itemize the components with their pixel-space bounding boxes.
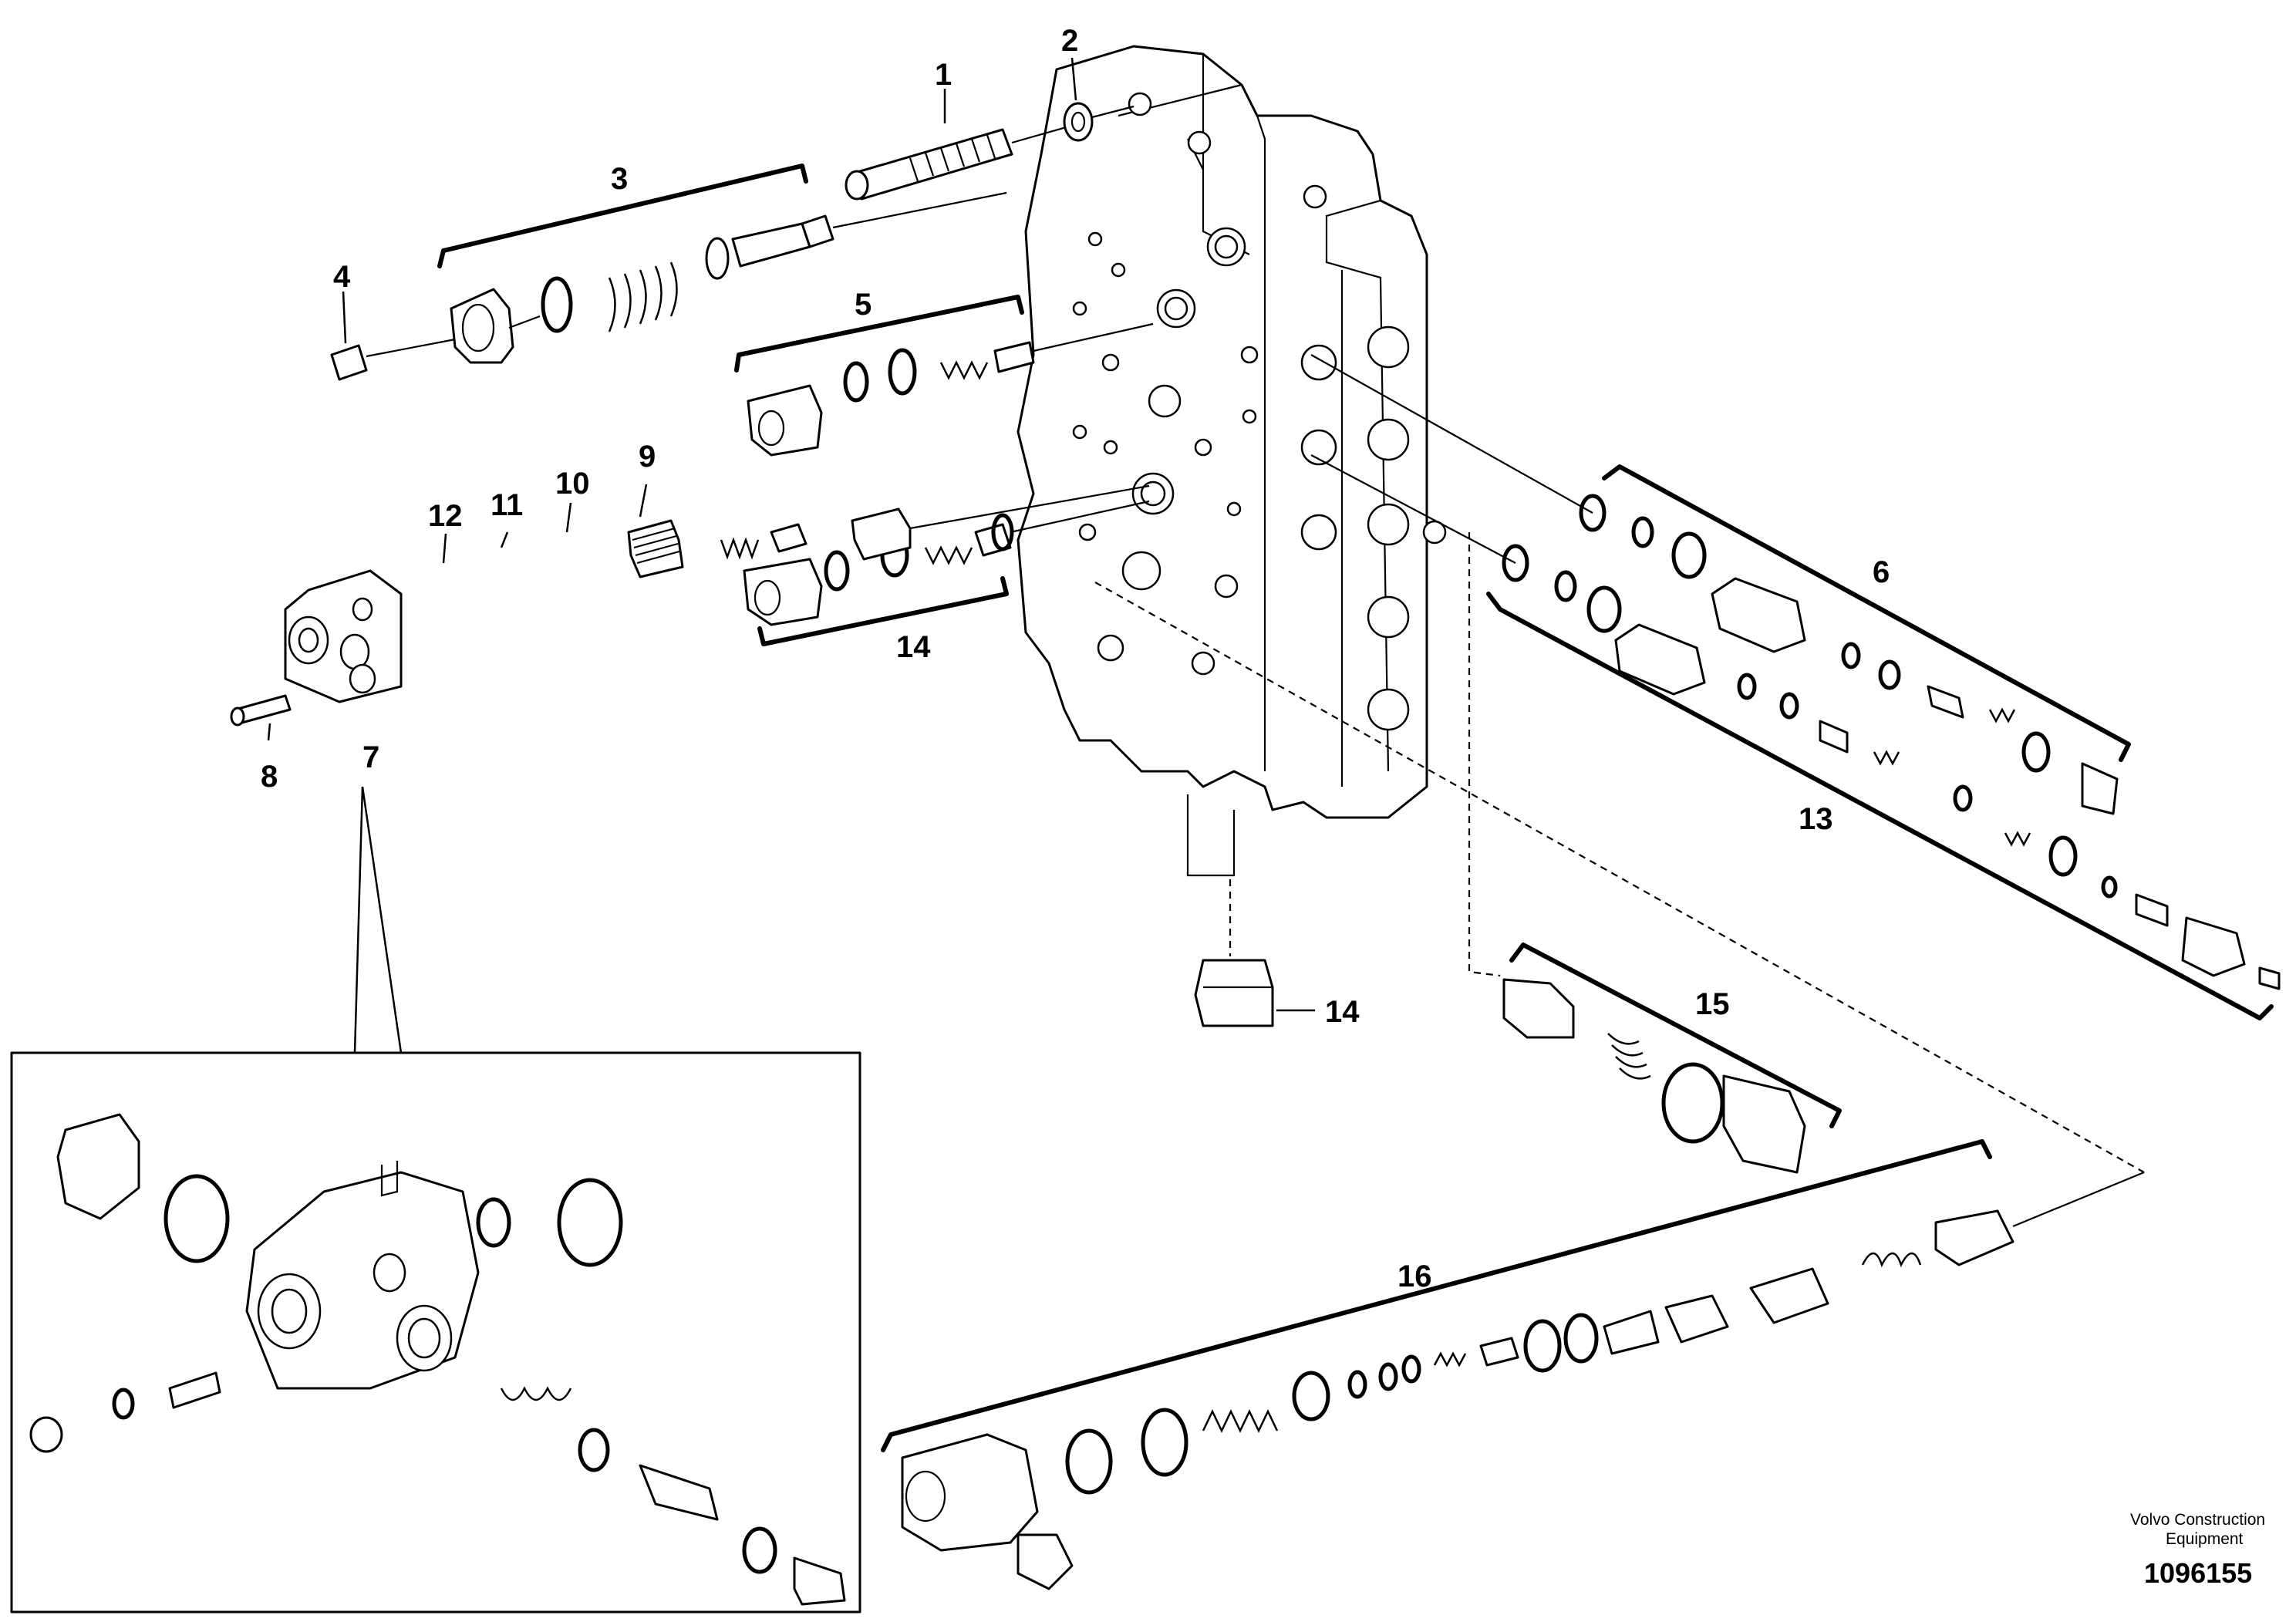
part-2-washer [1063,102,1135,142]
part-14-plug-lower [1194,879,1274,1027]
callout-14-left: 14 [896,630,931,664]
brace-13 [1486,592,2274,1020]
callout-5: 5 [855,288,872,322]
part-13-assembly [1310,454,2281,990]
brace-15 [1509,943,1842,1128]
part-7-block [284,569,403,703]
main-valve-body [1017,45,1447,877]
part-5-assembly [747,322,1154,457]
callout-4: 4 [333,260,351,294]
brace-16 [881,1139,1992,1452]
part-4-plug [330,338,456,381]
callout-8: 8 [261,760,278,794]
part-6-assembly [1310,354,2119,815]
brace-14-left [757,576,1009,646]
group-braces [437,164,2274,1452]
callout-3: 3 [611,162,628,196]
brace-5 [734,295,1024,373]
callout-9: 9 [639,440,656,474]
part-1-bolt [845,122,1081,201]
detail-inset [10,786,861,1614]
callout-14-lower: 14 [1325,995,1360,1029]
callout-11: 11 [491,488,523,522]
callout-12: 12 [428,499,463,533]
callout-leaders [267,57,1315,1012]
callout-7: 7 [362,740,379,774]
part-16-assembly [901,582,2145,1590]
callout-labels: 1 2 3 4 5 6 7 8 9 10 11 12 13 14 14 15 1… [261,24,1890,1293]
part-3-assembly [450,191,1007,364]
callout-13: 13 [1799,802,1833,836]
callout-6: 6 [1873,555,1890,589]
publisher-credit: Volvo Construction Equipment 1096155 [2130,1511,2265,1589]
part-8-bolt [230,694,292,727]
callout-16: 16 [1397,1259,1432,1293]
part-15-assembly [1468,532,1806,1174]
callout-15: 15 [1695,987,1730,1021]
callout-2: 2 [1061,24,1078,58]
callout-1: 1 [935,58,952,92]
parts-9-12-chain [627,484,1150,578]
brace-6 [1602,464,2131,762]
document-number: 1096155 [2144,1557,2252,1589]
credit-line-2: Equipment [2166,1530,2244,1548]
callout-10: 10 [555,467,590,501]
part-14-assembly-left [743,500,1150,626]
credit-line-1: Volvo Construction [2130,1511,2265,1529]
brace-3 [437,164,808,268]
